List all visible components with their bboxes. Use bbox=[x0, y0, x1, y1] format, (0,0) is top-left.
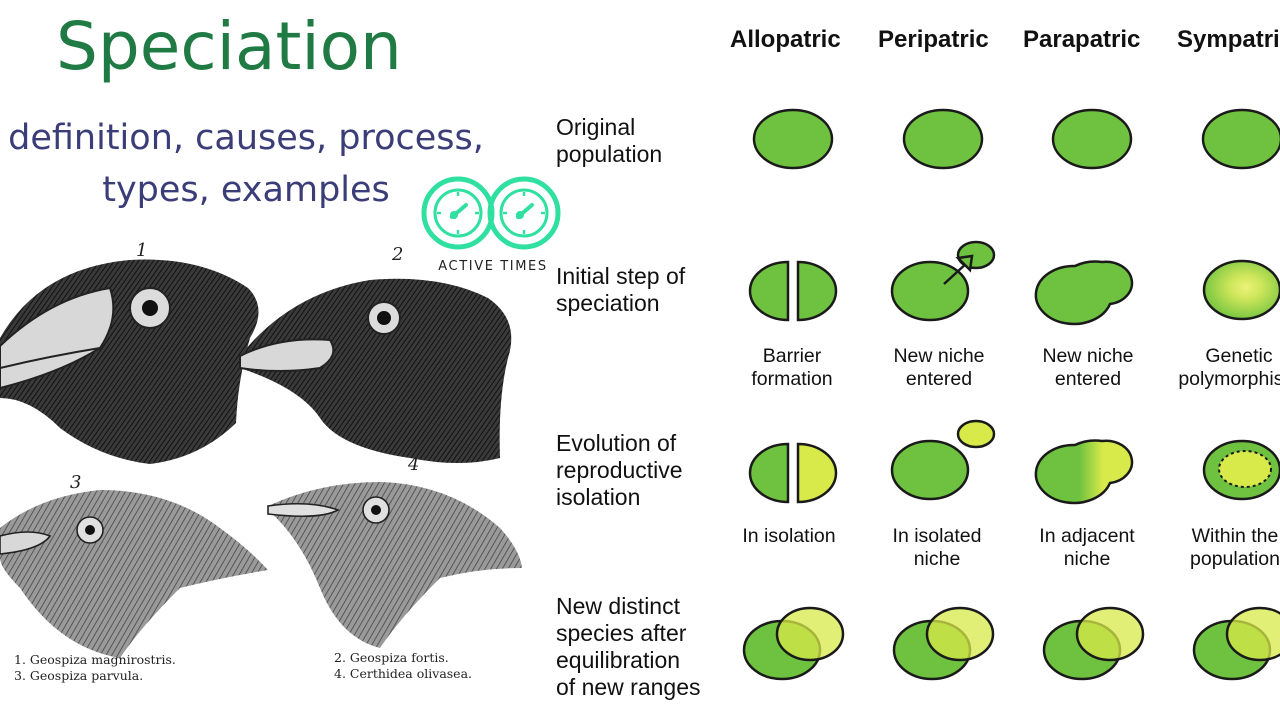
row-label-new-species: New distinct species after equilibration… bbox=[556, 593, 701, 700]
subtitle-line-2: types, examples bbox=[102, 170, 390, 210]
finch-caption: 1. Geospiza magnirostris. bbox=[14, 652, 176, 667]
population-evolution-allopatric-left bbox=[748, 442, 790, 504]
finch-number-1: 1 bbox=[136, 240, 147, 261]
finch-4 bbox=[267, 482, 522, 648]
finch-number-4: 4 bbox=[407, 454, 419, 475]
finch-2 bbox=[239, 278, 512, 463]
page-subtitle: definition, causes, process, types, exam… bbox=[0, 112, 496, 216]
population-original-allopatric bbox=[752, 108, 834, 170]
double-gauge-icon bbox=[421, 176, 561, 250]
logo-text: ACTIVE TIMES bbox=[438, 259, 548, 274]
finch-number-3: 3 bbox=[70, 472, 81, 493]
page-title: Speciation bbox=[56, 8, 402, 85]
population-initial-parapatric bbox=[1034, 260, 1134, 326]
evolution-label-peripatric: In isolated niche bbox=[892, 525, 982, 570]
population-initial-peripatric bbox=[890, 260, 970, 322]
population-evolution-allopatric-right bbox=[796, 442, 838, 504]
species-yellow-peripatric bbox=[925, 606, 995, 662]
species-yellow-allopatric bbox=[775, 606, 845, 662]
active-times-logo bbox=[418, 175, 564, 275]
initial-label-parapatric: New niche entered bbox=[1042, 345, 1134, 390]
finch-illustrations: 1 2 3 4 bbox=[0, 240, 522, 658]
subtitle-line-1: definition, causes, process, bbox=[8, 118, 484, 158]
population-initial-allopatric-left bbox=[748, 260, 790, 322]
evolution-label-allopatric: In isolation bbox=[742, 525, 836, 547]
evolution-label-sympatric: Within the population bbox=[1190, 525, 1280, 570]
initial-label-peripatric: New niche entered bbox=[893, 345, 985, 390]
finch-caption: 2. Geospiza fortis. bbox=[334, 650, 449, 665]
finch-captions-left: 1. Geospiza magnirostris. 3. Geospiza pa… bbox=[14, 652, 176, 684]
finch-caption: 4. Certhidea olivasea. bbox=[334, 666, 473, 681]
column-header-parapatric: Parapatric bbox=[1023, 26, 1141, 53]
finch-number-2: 2 bbox=[391, 244, 403, 265]
population-original-peripatric bbox=[902, 108, 984, 170]
row-label-original: Original population bbox=[556, 114, 663, 167]
row-label-initial: Initial step of speciation bbox=[556, 263, 686, 316]
population-initial-sympatric bbox=[1202, 259, 1280, 321]
population-evolution-peripatric-niche bbox=[956, 419, 996, 449]
finch-captions-right: 2. Geospiza fortis. 4. Certhidea olivase… bbox=[334, 650, 472, 682]
population-initial-allopatric-right bbox=[796, 260, 838, 322]
arrow-icon bbox=[943, 254, 974, 285]
population-evolution-parapatric bbox=[1034, 439, 1134, 505]
finch-3 bbox=[0, 490, 268, 658]
evolution-label-parapatric: In adjacent niche bbox=[1039, 525, 1135, 570]
species-yellow-parapatric bbox=[1075, 606, 1145, 662]
species-yellow-sympatric bbox=[1225, 606, 1280, 662]
finch-1 bbox=[0, 259, 259, 464]
column-header-peripatric: Peripatric bbox=[878, 26, 989, 53]
population-evolution-sympatric-subgroup bbox=[1218, 450, 1272, 488]
column-header-sympatric: Sympatric bbox=[1177, 26, 1280, 53]
population-original-sympatric bbox=[1201, 108, 1280, 170]
column-header-allopatric: Allopatric bbox=[730, 26, 841, 53]
initial-label-sympatric: Genetic polymorphism bbox=[1178, 345, 1280, 390]
population-original-parapatric bbox=[1051, 108, 1133, 170]
population-evolution-peripatric bbox=[890, 439, 970, 501]
initial-label-allopatric: Barrier formation bbox=[751, 345, 833, 390]
finch-caption: 3. Geospiza parvula. bbox=[14, 668, 144, 683]
row-label-evolution: Evolution of reproductive isolation bbox=[556, 430, 683, 510]
